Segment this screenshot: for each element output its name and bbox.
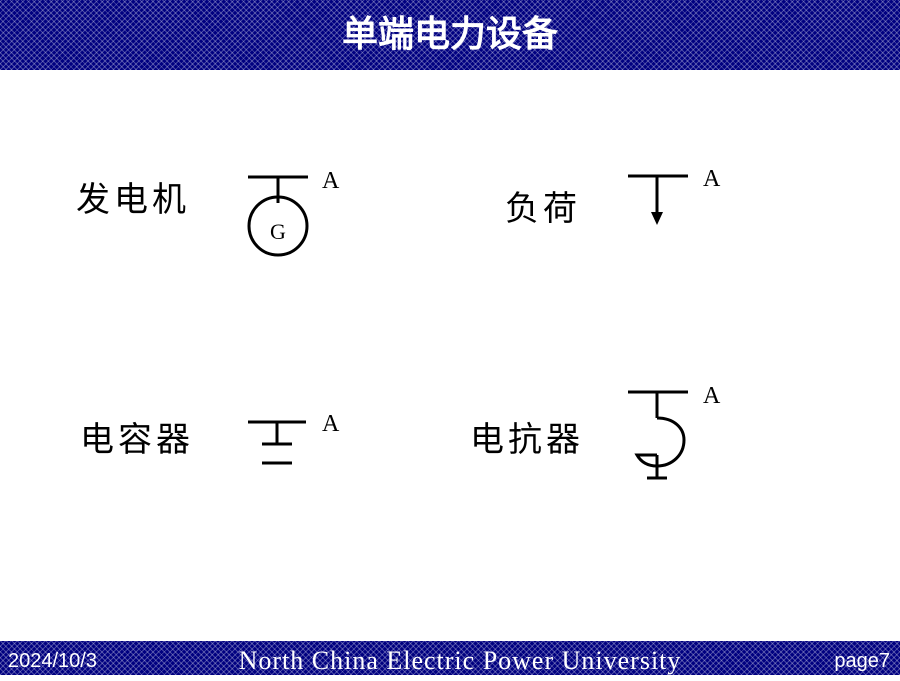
footer-university: North China Electric Power University	[238, 646, 682, 675]
generator-label: 发电机	[76, 180, 190, 220]
slide-title: 单端电力设备	[341, 14, 558, 55]
title-band	[0, 0, 900, 70]
load-node-label: A	[703, 166, 721, 192]
footer-date: 2024/10/3	[8, 650, 97, 672]
generator-letter: G	[270, 219, 286, 244]
footer-page-number: page7	[834, 650, 890, 672]
generator-node-label: A	[322, 168, 340, 194]
load-label: 负荷	[505, 189, 581, 229]
reactor-label: 电抗器	[470, 420, 584, 460]
capacitor-label: 电容器	[80, 420, 194, 460]
generator-symbol-icon	[247, 175, 309, 257]
reactor-node-label: A	[703, 383, 721, 409]
footer-band	[0, 641, 900, 675]
capacitor-node-label: A	[322, 411, 340, 437]
capacitor-symbol-icon	[248, 420, 306, 465]
load-arrow-icon	[628, 174, 688, 225]
reactor-symbol-icon	[628, 390, 688, 480]
